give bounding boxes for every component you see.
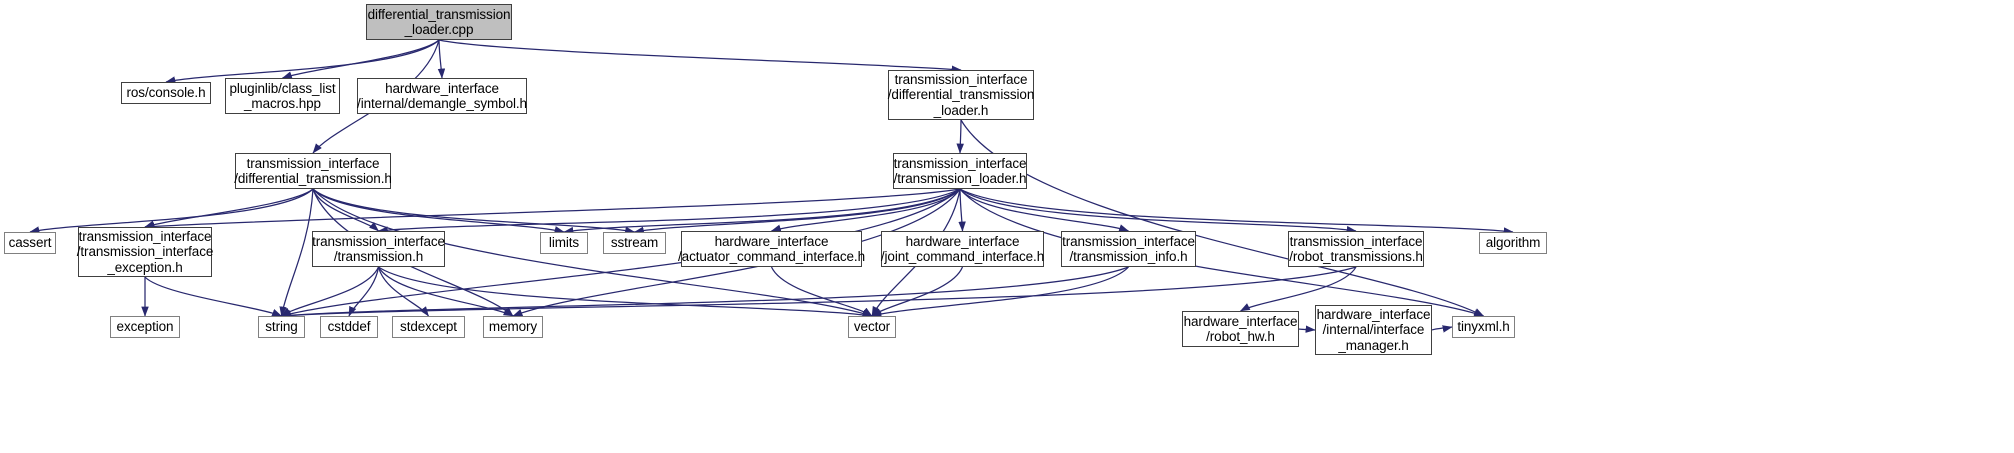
graph-edge — [312, 188, 565, 234]
graph-edge — [871, 266, 964, 317]
graph-node[interactable]: hardware_interface /actuator_command_int… — [678, 231, 865, 267]
graph-node-label: vector — [853, 319, 891, 335]
graph-edge — [348, 266, 380, 317]
graph-edge — [770, 266, 873, 317]
graph-node-label: cstddef — [327, 319, 371, 335]
graph-node[interactable]: pluginlib/class_list _macros.hpp — [225, 78, 340, 114]
graph-node-label: transmission_interface /robot_transmissi… — [1289, 233, 1423, 265]
graph-node[interactable]: transmission_interface /transmission_inf… — [1061, 231, 1196, 267]
graph-edge — [165, 39, 440, 84]
graph-edge — [959, 188, 1357, 234]
graph-node[interactable]: algorithm — [1479, 232, 1547, 254]
graph-edge — [770, 188, 961, 232]
graph-node[interactable]: hardware_interface /internal/interface _… — [1315, 305, 1432, 355]
graph-edge — [956, 119, 964, 154]
graph-edge — [378, 266, 873, 319]
graph-node-label: transmission_interface /differential_tra… — [234, 155, 392, 187]
graph-node-label: limits — [548, 235, 580, 251]
graph-node[interactable]: vector — [848, 316, 896, 338]
graph-node-label: string — [265, 319, 298, 335]
graph-node-label: ros/console.h — [126, 85, 206, 101]
graph-edge — [280, 266, 1129, 319]
graph-node[interactable]: differential_transmission _loader.cpp — [366, 4, 512, 40]
graph-edge — [377, 188, 961, 234]
graph-node-label: pluginlib/class_list _macros.hpp — [229, 80, 336, 112]
graph-edge — [437, 39, 446, 79]
graph-node[interactable]: limits — [540, 232, 588, 254]
graph-node[interactable]: hardware_interface /joint_command_interf… — [881, 231, 1044, 267]
graph-node-label: hardware_interface /actuator_command_int… — [678, 233, 865, 265]
graph-edge — [1431, 325, 1453, 333]
graph-node[interactable]: string — [258, 316, 305, 338]
graph-node-label: memory — [488, 319, 538, 335]
graph-node[interactable]: transmission_interface /differential_tra… — [234, 153, 392, 189]
graph-node[interactable]: cstddef — [320, 316, 378, 338]
graph-node[interactable]: tinyxml.h — [1452, 316, 1515, 338]
graph-node-label: sstream — [610, 235, 659, 251]
graph-node[interactable]: sstream — [603, 232, 666, 254]
graph-node-label: hardware_interface /internal/interface _… — [1316, 306, 1431, 353]
graph-edge — [280, 266, 380, 317]
graph-node[interactable]: memory — [483, 316, 543, 338]
graph-node-label: stdexcept — [400, 319, 457, 335]
graph-node-label: tinyxml.h — [1457, 319, 1510, 335]
graph-node[interactable]: exception — [110, 316, 180, 338]
graph-node[interactable]: hardware_interface /robot_hw.h — [1182, 311, 1299, 347]
graph-edge — [312, 188, 379, 232]
graph-edge — [377, 266, 430, 317]
graph-edge — [144, 276, 283, 317]
graph-edge — [281, 39, 440, 79]
graph-edge — [29, 188, 314, 234]
graph-node-label: cassert — [8, 235, 52, 251]
graph-node[interactable]: hardware_interface /internal/demangle_sy… — [357, 78, 527, 114]
graph-edge — [958, 188, 966, 232]
graph-node[interactable]: ros/console.h — [121, 82, 211, 104]
graph-edge — [377, 266, 514, 317]
graph-node[interactable]: transmission_interface /transmission_loa… — [893, 153, 1027, 189]
graph-edge — [959, 188, 1130, 232]
graph-edge — [563, 188, 961, 235]
graph-edge — [633, 188, 961, 235]
graph-node-label: transmission_interface /transmission_loa… — [893, 155, 1027, 187]
graph-node-label: hardware_interface /robot_hw.h — [1183, 313, 1298, 345]
graph-edge — [960, 119, 1485, 317]
graph-node[interactable]: transmission_interface /transmission.h — [312, 231, 445, 267]
graph-node[interactable]: transmission_interface /transmission_int… — [77, 227, 213, 277]
graph-edge — [144, 188, 314, 228]
graph-node-label: exception — [116, 319, 174, 335]
graph-node[interactable]: transmission_interface /differential_tra… — [888, 70, 1034, 120]
graph-edge — [438, 39, 962, 73]
graph-node-label: differential_transmission _loader.cpp — [367, 6, 511, 38]
graph-node-label: hardware_interface /internal/demangle_sy… — [357, 80, 527, 112]
graph-edge — [144, 188, 961, 231]
graph-node-label: transmission_interface /differential_tra… — [887, 71, 1035, 118]
graph-node[interactable]: stdexcept — [392, 316, 465, 338]
graph-edge — [312, 188, 636, 234]
graph-edge — [871, 266, 1129, 318]
graph-node-label: transmission_interface /transmission.h — [312, 233, 445, 265]
graph-node-label: transmission_interface /transmission_inf… — [1062, 233, 1195, 265]
graph-node[interactable]: cassert — [4, 232, 56, 254]
graph-node[interactable]: transmission_interface /robot_transmissi… — [1288, 231, 1424, 267]
graph-node-label: algorithm — [1485, 235, 1541, 251]
graph-node-label: hardware_interface /joint_command_interf… — [880, 233, 1045, 265]
graph-edge — [280, 266, 1357, 320]
graph-node-label: transmission_interface /transmission_int… — [76, 228, 214, 275]
graph-edge — [959, 188, 1514, 235]
